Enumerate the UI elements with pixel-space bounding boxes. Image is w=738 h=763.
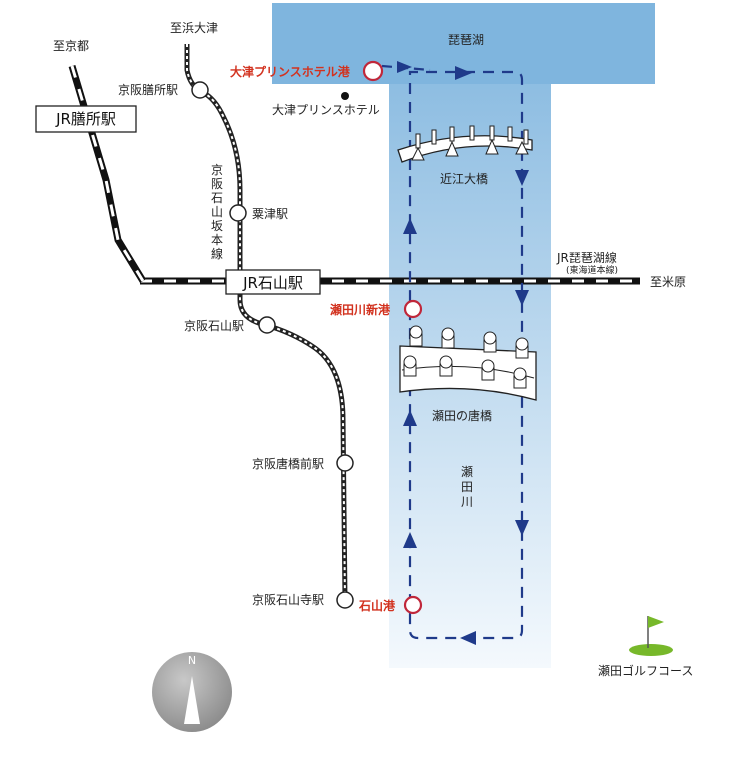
keihan-zeze-station-label: 京阪膳所駅 <box>118 82 178 97</box>
compass-icon <box>152 652 232 732</box>
keihan-karahashimae-station-label: 京阪唐橋前駅 <box>252 456 324 471</box>
svg-text:瀬: 瀬 <box>461 465 473 479</box>
boat-route <box>381 61 529 645</box>
seta-karahashi-label: 瀬田の唐橋 <box>432 408 492 423</box>
to-maibara-label: 至米原 <box>650 275 686 289</box>
svg-text:山: 山 <box>211 205 223 219</box>
svg-text:坂: 坂 <box>211 219 223 233</box>
awazu-station-marker <box>229 204 247 222</box>
jr-ishiyama-station-box[interactable] <box>225 269 321 295</box>
seta-karahashi-icon <box>399 325 537 401</box>
route-arrow-icon <box>515 520 529 536</box>
keihan-ishiyama-station-marker <box>258 316 276 334</box>
svg-text:線: 線 <box>211 246 223 261</box>
svg-text:阪: 阪 <box>211 177 223 191</box>
lake-biwa-water <box>272 3 655 668</box>
golf-flag-icon <box>629 616 673 656</box>
otsu-prince-port-marker[interactable] <box>362 60 384 82</box>
omi-bridge-label: 近江大橋 <box>440 172 488 186</box>
compass-n-label: N <box>188 654 196 667</box>
route-arrow-icon <box>460 631 476 645</box>
prince-hotel-marker <box>341 92 349 100</box>
route-arrow-icon <box>455 66 472 80</box>
ishiyama-port-label: 石山港 <box>358 598 396 613</box>
to-hamaotsu-label: 至浜大津 <box>170 21 218 35</box>
svg-text:本: 本 <box>211 233 223 247</box>
awazu-station-label: 粟津駅 <box>252 207 288 221</box>
to-kyoto-label: 至京都 <box>53 39 89 53</box>
lake-biwa-label: 琵琶湖 <box>448 32 484 47</box>
golf-course-label: 瀬田ゴルフコース <box>598 663 693 678</box>
svg-text:石: 石 <box>211 191 223 205</box>
keihan-zeze-station-marker <box>191 81 209 99</box>
otsu-prince-port-label: 大津プリンスホテル港 <box>230 64 351 79</box>
route-arrow-icon <box>515 290 529 306</box>
ishiyama-port-marker[interactable] <box>403 595 423 615</box>
jr-zeze-station-label: JR膳所駅 <box>55 110 116 128</box>
tokaido-main-label: (東海道本線) <box>566 264 618 276</box>
jr-biwako-line-label: JR琵琶湖線 <box>556 250 617 265</box>
jr-line-to-kyoto <box>68 64 146 283</box>
ishiyama-sakamoto-line-label: 京 阪 石 山 坂 本 線 <box>211 163 223 261</box>
svg-text:京: 京 <box>211 163 223 177</box>
setagawa-shin-port-label: 瀬田川新港 <box>329 302 391 317</box>
svg-text:田: 田 <box>461 480 473 494</box>
jr-zeze-station-box[interactable] <box>35 105 137 133</box>
setagawa-shin-port-marker[interactable] <box>403 299 423 319</box>
keihan-ishiyamadera-station-label: 京阪石山寺駅 <box>252 593 324 607</box>
route-arrow-icon <box>403 410 417 426</box>
prince-hotel-label: 大津プリンスホテル <box>272 103 380 117</box>
seta-river-label: 瀬 田 川 <box>461 465 473 509</box>
route-arrow-icon <box>403 532 417 548</box>
route-arrow-icon <box>397 61 412 73</box>
route-arrow-icon <box>515 170 529 186</box>
keihan-ishiyamadera-station-marker <box>336 591 354 609</box>
keihan-ishiyama-station-label: 京阪石山駅 <box>184 319 244 333</box>
jr-ishiyama-station-label: JR石山駅 <box>242 274 303 292</box>
omi-bridge-icon <box>397 125 533 163</box>
svg-text:川: 川 <box>461 495 473 509</box>
route-arrow-icon <box>403 218 417 234</box>
keihan-karahashimae-station-marker <box>336 454 354 472</box>
